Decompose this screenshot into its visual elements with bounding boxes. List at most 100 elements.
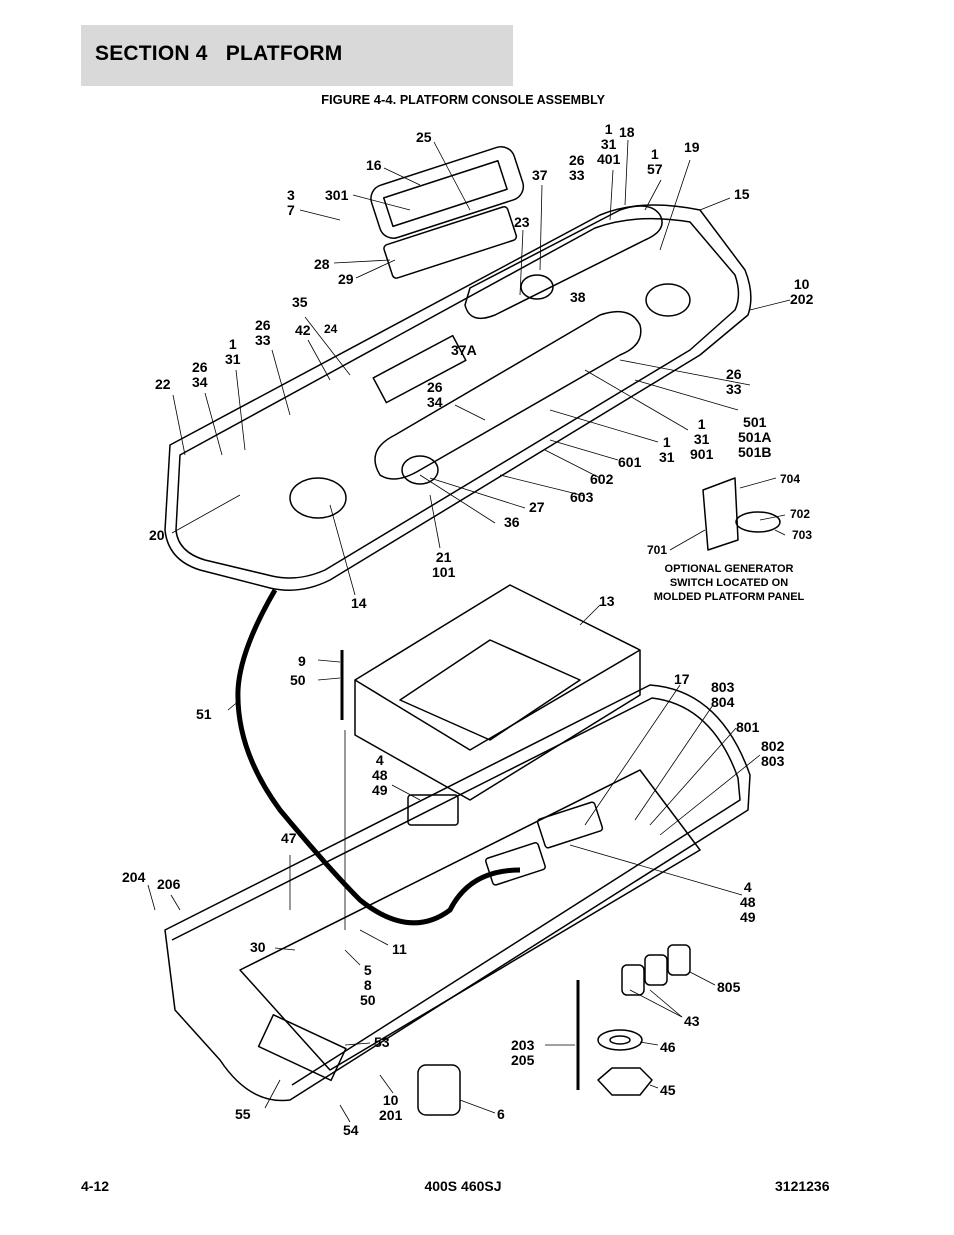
- electronics-enclosure-brace: [399, 639, 581, 741]
- callout-23: 23: [514, 214, 530, 230]
- switch-strip-rear: [464, 205, 663, 320]
- callout-37A: 37A: [451, 342, 477, 358]
- estop-button: [520, 274, 554, 300]
- footer-page-number: 4-12: [81, 1178, 110, 1194]
- console-panel-inner-edge: [175, 217, 740, 579]
- cable-harness: [235, 588, 521, 926]
- horn-body: [417, 1064, 461, 1116]
- callout-20: 20: [149, 527, 165, 543]
- gland-2: [644, 954, 668, 986]
- generator-switch-plate: [702, 477, 739, 551]
- callout-802-803: 802 803: [761, 738, 785, 769]
- optional-generator-note: OPTIONAL GENERATOR SWITCH LOCATED ON MOL…: [634, 562, 824, 604]
- callout-28: 28: [314, 256, 330, 272]
- callout-45: 45: [660, 1082, 676, 1098]
- footer-doc-number: 3121236: [775, 1178, 830, 1194]
- electronics-enclosure: [354, 584, 641, 801]
- console-box-outline: [164, 684, 751, 1102]
- callout-26-33-left: 26 33: [255, 317, 271, 348]
- console-box-floor: [239, 769, 701, 1071]
- callout-17: 17: [674, 671, 690, 687]
- callout-54: 54: [343, 1122, 359, 1138]
- callout-27: 27: [529, 499, 545, 515]
- gland-1: [621, 964, 645, 996]
- callout-51: 51: [196, 706, 212, 722]
- note-line-3: MOLDED PLATFORM PANEL: [653, 591, 805, 603]
- callout-46: 46: [660, 1039, 676, 1055]
- callout-5-8-50: 5 8 50: [360, 962, 376, 1008]
- callout-301: 301: [325, 187, 349, 203]
- connector-right: [536, 801, 604, 849]
- callout-19: 19: [684, 139, 700, 155]
- callout-47: 47: [281, 830, 297, 846]
- callout-601: 601: [618, 454, 642, 470]
- callout-36: 36: [504, 514, 520, 530]
- callout-14: 14: [351, 595, 367, 611]
- terminal-strip: [257, 1014, 347, 1082]
- callout-602: 602: [590, 471, 614, 487]
- locknut: [597, 1067, 653, 1096]
- callout-35: 35: [292, 294, 308, 310]
- figure-number: FIGURE 4-4.: [321, 92, 397, 107]
- callout-1-31-left: 1 31: [225, 336, 241, 367]
- note-line-1: OPTIONAL GENERATOR: [664, 563, 794, 575]
- callout-204: 204: [122, 869, 146, 885]
- figure-title: PLATFORM CONSOLE ASSEMBLY: [399, 93, 605, 107]
- callout-53: 53: [374, 1034, 390, 1050]
- callout-26-34-left: 26 34: [192, 359, 208, 390]
- exploded-parts-drawing: 25 16 301 3 7 1 31 401 18 26 33 1 57 19 …: [0, 110, 954, 1170]
- callout-18: 18: [619, 124, 635, 140]
- note-line-2: SWITCH LOCATED ON: [669, 577, 789, 589]
- callout-702: 702: [790, 507, 811, 521]
- switch-strip-front: [374, 310, 642, 480]
- callout-10-202: 10 202: [790, 276, 814, 307]
- callout-1-57: 1 57: [647, 146, 663, 177]
- callout-30: 30: [250, 939, 266, 955]
- callout-42: 42: [295, 322, 311, 338]
- electronics-enclosure-top: [354, 649, 641, 751]
- callout-4-48-49-left: 4 48 49: [372, 752, 388, 798]
- callout-6: 6: [497, 1106, 505, 1122]
- callout-11: 11: [392, 941, 407, 957]
- callout-10-201: 10 201: [379, 1092, 403, 1123]
- callout-4-48-49-right: 4 48 49: [740, 879, 756, 925]
- joystick-left-base: [289, 477, 347, 519]
- washer-inner: [609, 1035, 631, 1045]
- callout-603: 603: [570, 489, 594, 505]
- callout-704: 704: [780, 472, 801, 486]
- callout-25: 25: [416, 129, 432, 145]
- jlg-label-plate: [372, 334, 467, 404]
- callout-26-33-top: 26 33: [569, 152, 585, 183]
- callout-38: 38: [570, 289, 586, 305]
- display-window: [382, 160, 508, 228]
- callout-37: 37: [532, 167, 548, 183]
- connector-left: [407, 794, 459, 826]
- callout-29: 29: [338, 271, 354, 287]
- console-assembly-illustration: [147, 139, 791, 1123]
- callout-206: 206: [157, 876, 181, 892]
- callout-805: 805: [717, 979, 741, 995]
- figure-caption: FIGURE 4-4. PLATFORM CONSOLE ASSEMBLY: [0, 92, 926, 107]
- callout-701: 701: [647, 543, 668, 557]
- callout-24: 24: [324, 322, 338, 336]
- console-panel-outline: [164, 204, 752, 591]
- callout-1-31-901: 1 31 901: [690, 416, 714, 462]
- gland-3: [667, 944, 691, 976]
- callout-21-101: 21 101: [432, 549, 456, 580]
- callout-26-34-mid: 26 34: [427, 379, 443, 410]
- callout-43: 43: [684, 1013, 700, 1029]
- callout-703: 703: [792, 528, 813, 542]
- callout-26-33-right: 26 33: [726, 366, 742, 397]
- callout-801: 801: [736, 719, 760, 735]
- callout-501-501a-501b: 501 501A 501B: [738, 414, 772, 460]
- joystick-right-base: [645, 283, 691, 317]
- callout-803-804: 803 804: [711, 679, 735, 710]
- callout-55: 55: [235, 1106, 251, 1122]
- washer: [597, 1029, 643, 1051]
- leader-lines: [147, 139, 791, 1123]
- callout-3-7: 3 7: [287, 187, 295, 218]
- callout-1-31-mid: 1 31: [659, 434, 675, 465]
- callout-1-31-401: 1 31 401: [597, 121, 621, 167]
- callout-22: 22: [155, 376, 171, 392]
- horn-button: [401, 455, 439, 485]
